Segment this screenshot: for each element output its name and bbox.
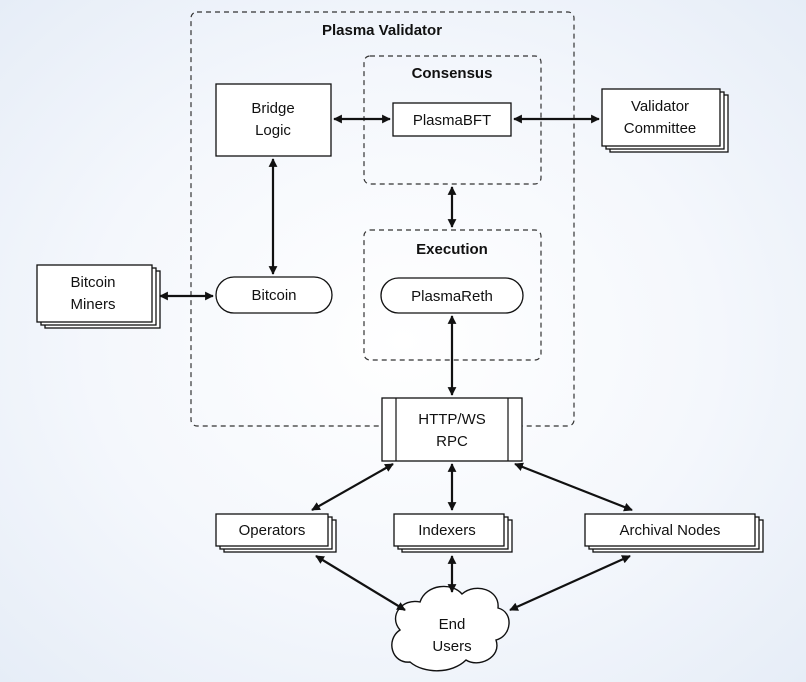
bridge-logic-label-line2: Logic (255, 122, 291, 139)
rpc-label-line1: HTTP/WS (418, 411, 486, 428)
bridge-logic-node: Bridge Logic (215, 83, 332, 157)
plasma-validator-group (190, 11, 575, 427)
end-users-node: End Users (391, 585, 510, 672)
indexers-node: Indexers (393, 513, 513, 553)
validator-committee-label-line2: Committee (624, 120, 697, 137)
validator-committee-label-line1: Validator (631, 98, 689, 115)
operators-node: Operators (215, 513, 337, 553)
arrow-operators-users (315, 555, 406, 611)
archival-nodes-node: Archival Nodes (584, 513, 764, 553)
arrow-rpc-operators (311, 463, 394, 511)
plasmareth-node: PlasmaReth (380, 277, 524, 314)
bitcoin-miners-node: Bitcoin Miners (36, 264, 161, 329)
validator-committee-node: Validator Committee (601, 88, 729, 153)
rpc-label-line2: RPC (436, 433, 468, 450)
consensus-title: Consensus (412, 65, 493, 82)
end-users-label-line2: Users (432, 638, 471, 655)
bitcoin-miners-label-line2: Miners (70, 296, 115, 313)
archival-nodes-label: Archival Nodes (620, 522, 721, 539)
plasmabft-node: PlasmaBFT (392, 102, 512, 137)
rpc-node: HTTP/WS RPC (381, 397, 523, 462)
bitcoin-miners-label-line1: Bitcoin (70, 274, 115, 291)
plasmareth-label: PlasmaReth (411, 288, 493, 305)
bitcoin-node: Bitcoin (215, 276, 333, 314)
operators-label: Operators (239, 522, 306, 539)
arrow-archival-users (509, 554, 631, 612)
arrow-rpc-archival (514, 462, 633, 512)
execution-group (363, 229, 542, 361)
plasma-validator-title: Plasma Validator (322, 22, 442, 39)
bitcoin-label: Bitcoin (251, 287, 296, 304)
bridge-logic-label-line1: Bridge (251, 100, 294, 117)
execution-title: Execution (416, 241, 488, 258)
plasmabft-label: PlasmaBFT (413, 112, 491, 129)
end-users-label-line1: End (439, 616, 466, 633)
indexers-label: Indexers (418, 522, 476, 539)
